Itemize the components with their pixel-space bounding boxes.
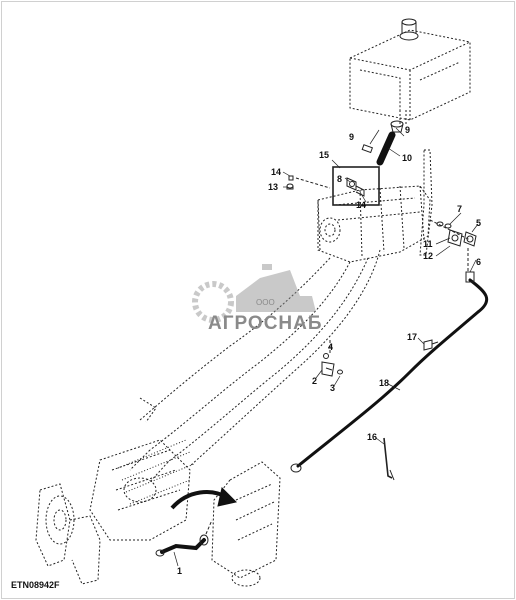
- wheel-hub-left: [45, 495, 75, 545]
- return-pipe: [419, 149, 433, 256]
- callout-4: 4: [328, 342, 333, 352]
- callout-7: 7: [457, 204, 462, 214]
- gear-detail-left: [117, 439, 195, 505]
- elbow-fitting-9: [390, 120, 404, 133]
- leader-pipe-1-detail: [205, 519, 213, 535]
- hydraulic-pump: [317, 185, 431, 263]
- detail-arrow-head: [217, 487, 237, 507]
- reservoir-filler-cap: [399, 18, 419, 41]
- leader-13-14: [295, 177, 331, 189]
- callout-16: 16: [367, 432, 377, 442]
- callout-3: 3: [330, 383, 335, 393]
- fitting-7: [436, 221, 452, 229]
- cable-tie-16: [383, 437, 393, 479]
- transmission-housing: [35, 439, 191, 585]
- detail-box-15: [332, 166, 380, 206]
- callout-8: 8: [337, 174, 342, 184]
- callout-13: 13: [268, 182, 278, 192]
- callout-11: 11: [423, 239, 433, 249]
- frame-tubes: [129, 249, 381, 483]
- hose-end-fitting-6: [465, 271, 475, 283]
- clamp-9: [361, 144, 374, 154]
- suction-hose-10: [376, 131, 396, 166]
- watermark-tractor-icon: [236, 270, 316, 312]
- pressure-hose-18: [296, 278, 489, 468]
- callout-5: 5: [476, 218, 481, 228]
- pipe-1-fittings: [155, 534, 209, 557]
- clip-17: [423, 339, 439, 351]
- watermark-gear-icon: [192, 281, 234, 323]
- fastener-13-14: [286, 175, 294, 190]
- leader-fittings: [429, 219, 471, 241]
- elbow-fitting-5: [463, 231, 477, 247]
- bracket-2-3-4: [321, 353, 343, 377]
- callout-10: 10: [402, 153, 412, 163]
- valve-block-detail: [211, 461, 281, 587]
- watermark-company-prefix: ООО: [256, 298, 275, 307]
- pipe-1: [160, 538, 206, 554]
- callout-18: 18: [379, 378, 389, 388]
- callout-12: 12: [423, 251, 433, 261]
- callout-15: 15: [319, 150, 329, 160]
- callout-14a: 14: [271, 167, 281, 177]
- hydraulic-reservoir: [349, 29, 471, 121]
- watermark-company-name: АГРОСНАБ: [208, 313, 323, 334]
- callout-2: 2: [312, 376, 317, 386]
- callout-9a: 9: [349, 132, 354, 142]
- drawing-reference-code: ETN08942F: [11, 580, 60, 590]
- watermark-logo: [192, 264, 316, 323]
- sensor-fitting-8: [346, 177, 365, 197]
- callout-9b: 9: [405, 125, 410, 135]
- callout-leaders: [173, 127, 479, 567]
- callout-6: 6: [476, 257, 481, 267]
- callout-17: 17: [407, 332, 417, 342]
- callout-1: 1: [177, 566, 182, 576]
- hose-end-fitting-lower: [290, 463, 302, 473]
- adapter-fitting-11: [447, 229, 463, 247]
- callout-14b: 14: [356, 200, 366, 210]
